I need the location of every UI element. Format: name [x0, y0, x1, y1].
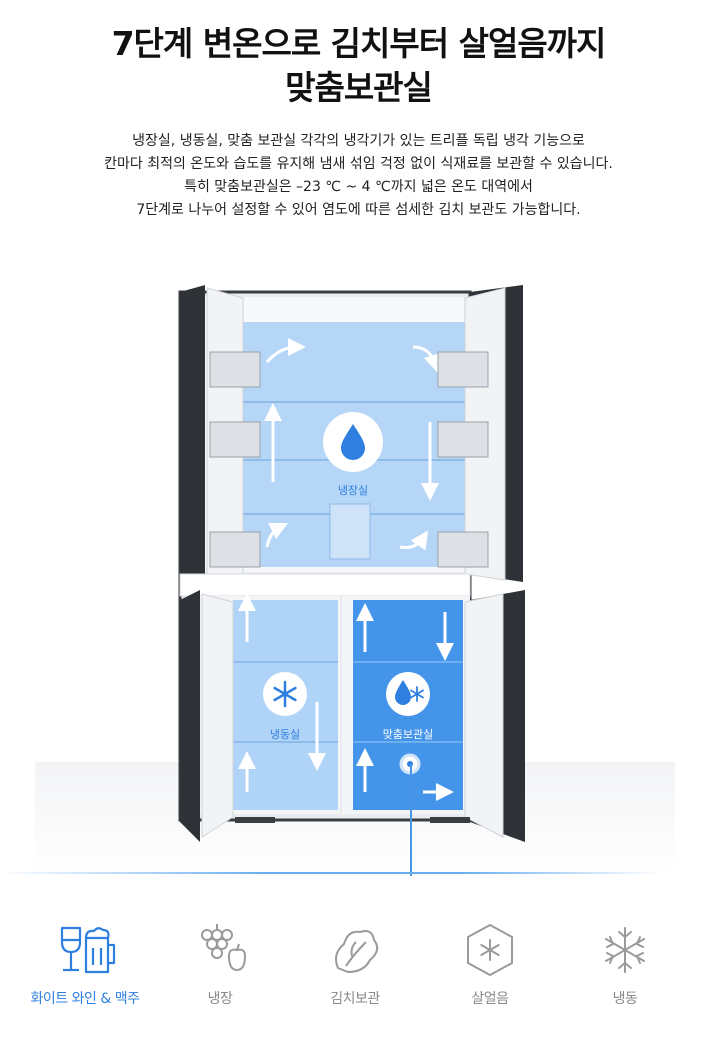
airflow-arrow: [412, 345, 442, 373]
refrigerator-illustration: 냉장실 냉동실: [35, 282, 675, 877]
headline-line-2: 맞춤보관실: [285, 68, 433, 107]
airflow-arrow: [265, 338, 306, 363]
headline-line-1: 7단계 변온으로 김치부터 살얼음까지: [111, 24, 607, 63]
door-bin: [437, 351, 489, 388]
left-lower-door-liner: [201, 593, 234, 838]
description-line: 7단계로 나누어 설정할 수 있어 염도에 따른 섬세한 김치 보관도 가능합니…: [136, 202, 581, 218]
left-lower-door: [180, 590, 200, 842]
headline: 7단계 변온으로 김치부터 살얼음까지 맞춤보관실: [0, 22, 717, 110]
mode-kimchi[interactable]: 김치보관: [300, 920, 410, 1008]
grapes-apple-icon: [185, 920, 255, 980]
water-drop-icon: [341, 424, 365, 460]
fridge-foot: [235, 817, 275, 823]
door-bin: [209, 351, 261, 388]
water-tank: [329, 503, 371, 560]
connector-line: [410, 764, 412, 876]
baseline-divider: [0, 872, 660, 874]
airflow-arrow: [265, 522, 289, 548]
mode-freeze[interactable]: 냉동: [570, 920, 680, 1008]
cabbage-icon: [320, 920, 390, 980]
door-bin: [437, 531, 489, 568]
divider: [179, 573, 471, 597]
wine-beer-icon: [50, 920, 120, 980]
snowflake-icon: [590, 920, 660, 980]
description-line: 냉장실, 냉동실, 맞춤 보관실 각각의 냉각기가 있는 트리플 독립 냉각 기…: [132, 133, 585, 149]
door-bin: [209, 421, 261, 458]
door-bin: [209, 531, 261, 568]
fridge-foot: [430, 817, 470, 823]
airflow-arrow: [399, 530, 428, 551]
mode-slush[interactable]: 살얼음: [435, 920, 545, 1008]
snowflake-icon: [273, 680, 297, 708]
mode-label: 냉장: [207, 991, 233, 1007]
left-upper-door: [180, 285, 205, 582]
description-line: 칸마다 최적의 온도와 습도를 유지해 냄새 섞임 걱정 없이 식재료를 보관할…: [104, 156, 613, 172]
storage-mode-list: 화이트 와인 & 맥주 냉장: [30, 920, 690, 1020]
drop-snowflake-icon: [395, 680, 424, 705]
mode-label: 냉동: [612, 991, 638, 1007]
mode-label: 화이트 와인 & 맥주: [30, 991, 140, 1007]
right-lower-door-liner: [464, 593, 504, 838]
description-line: 특히 맞춤보관실은 –23 ℃ ~ 4 ℃까지 넓은 온도 대역에서: [184, 179, 533, 195]
ice-cube-icon: [455, 920, 525, 980]
fridge-label: 냉장실: [338, 484, 368, 497]
freezer-label: 냉동실: [270, 728, 300, 741]
door-bin: [437, 421, 489, 458]
mode-refrigerate[interactable]: 냉장: [165, 920, 275, 1008]
mode-label: 김치보관: [330, 991, 380, 1007]
mode-wine-beer[interactable]: 화이트 와인 & 맥주: [30, 920, 140, 1008]
mode-label: 살얼음: [471, 991, 509, 1007]
description: 냉장실, 냉동실, 맞춤 보관실 각각의 냉각기가 있는 트리플 독립 냉각 기…: [0, 130, 717, 222]
custom-label: 맞춤보관실: [383, 728, 434, 741]
refrigerator-drawing: 냉장실 냉동실: [35, 285, 675, 877]
